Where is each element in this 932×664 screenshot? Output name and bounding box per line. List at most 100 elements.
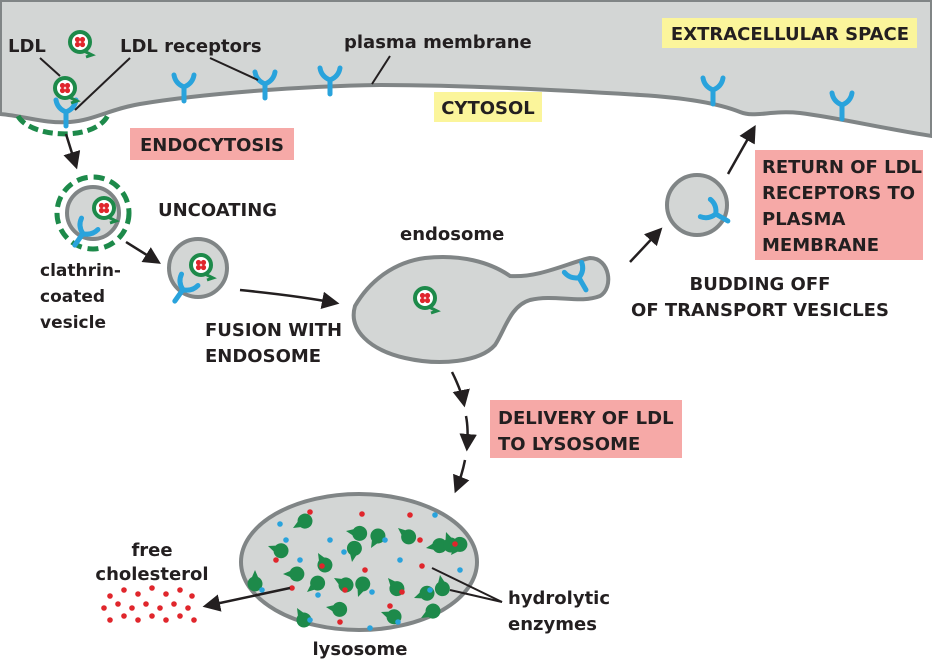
arrow-to-free-cholesterol: [202, 586, 291, 612]
cholesterol-dot: [419, 563, 425, 569]
delivery-to-lysosome-box: [490, 400, 682, 458]
cholesterol-dot: [387, 603, 393, 609]
uncoated-vesicle: [167, 237, 229, 307]
cytosol-label: CYTOSOL: [441, 98, 535, 119]
cholesterol-dot: [177, 613, 183, 619]
svg-text:DELIVERY OF LDL: DELIVERY OF LDL: [498, 408, 674, 429]
cholesterol-dot: [143, 601, 149, 607]
coated-pit: [15, 76, 111, 137]
cholesterol-dot: [307, 509, 313, 515]
free-cholesterol-dots: [101, 585, 197, 623]
cholesterol-dot: [191, 617, 197, 623]
svg-text:RETURN OF LDL: RETURN OF LDL: [762, 157, 922, 178]
arrow-to-transport-vesicle: [629, 227, 663, 263]
delivery-to-lysosome-label: DELIVERY OF LDL TO LYSOSOME: [498, 408, 674, 455]
endosome: [351, 254, 611, 364]
extracellular-space-label: EXTRACELLULAR SPACE: [671, 24, 909, 45]
label-pointers: [39, 55, 391, 111]
lysosome-contents: [247, 509, 471, 631]
arrow-to-lysosome: [450, 371, 477, 494]
cytosol-box: [434, 92, 542, 122]
budding-off-label: BUDDING OFF OF TRANSPORT VESICLES: [631, 274, 889, 321]
lysosome-dot: [427, 587, 433, 593]
arrow-return-to-membrane: [726, 124, 756, 175]
ldl-label: LDL: [8, 36, 46, 57]
svg-text:ENDOSOME: ENDOSOME: [205, 346, 321, 367]
lysosome-dot: [315, 592, 321, 598]
svg-text:OF TRANSPORT VESICLES: OF TRANSPORT VESICLES: [631, 300, 889, 321]
cholesterol-dot: [289, 585, 295, 591]
cholesterol-dot: [129, 605, 135, 611]
svg-text:free: free: [131, 540, 172, 561]
cholesterol-dot: [163, 591, 169, 597]
cholesterol-dot: [135, 617, 141, 623]
hydrolytic-enzymes-pointers: [431, 567, 503, 603]
cholesterol-dot: [121, 587, 127, 593]
clathrin-coated-vesicle: [54, 174, 132, 251]
arrow-to-uncoated-vesicle: [125, 240, 161, 264]
cholesterol-dot: [171, 601, 177, 607]
cholesterol-dot: [149, 613, 155, 619]
endocytosis-box: [130, 128, 294, 160]
cholesterol-dot: [177, 587, 183, 593]
cholesterol-dot: [107, 593, 113, 599]
cholesterol-dot: [417, 537, 423, 543]
lysosome-dot: [369, 589, 375, 595]
svg-text:FUSION WITH: FUSION WITH: [205, 320, 342, 341]
svg-text:PLASMA: PLASMA: [762, 209, 845, 230]
plasma-membrane-label: plasma membrane: [344, 32, 532, 53]
cholesterol-dot: [342, 587, 348, 593]
endocytosis-label: ENDOCYTOSIS: [140, 135, 284, 156]
lysosome-dot: [367, 625, 373, 631]
hydrolytic-enzymes-label: hydrolytic enzymes: [508, 588, 610, 635]
cholesterol-dot: [273, 557, 279, 563]
cholesterol-dot: [107, 617, 113, 623]
arrow-fusion: [239, 288, 340, 309]
svg-text:BUDDING OFF: BUDDING OFF: [690, 274, 831, 295]
svg-text:enzymes: enzymes: [508, 614, 597, 635]
fusion-with-endosome-label: FUSION WITH ENDOSOME: [205, 320, 342, 367]
cholesterol-dot: [452, 541, 458, 547]
cholesterol-dot: [163, 617, 169, 623]
cholesterol-dot: [319, 563, 325, 569]
lysosome-label: lysosome: [312, 639, 407, 660]
ldl-receptors-label: LDL receptors: [120, 36, 262, 57]
svg-text:cholesterol: cholesterol: [95, 564, 208, 585]
lysosome-dot: [327, 537, 333, 543]
svg-text:clathrin-: clathrin-: [40, 261, 121, 281]
cholesterol-dot: [362, 567, 368, 573]
endosome-label: endosome: [400, 224, 504, 245]
lysosome-dot: [341, 549, 347, 555]
lysosome-dot: [382, 537, 388, 543]
lysosome-dot: [283, 537, 289, 543]
cholesterol-dot: [101, 605, 107, 611]
cholesterol-dot: [407, 512, 413, 518]
lysosome-dot: [277, 521, 283, 527]
uncoating-label: UNCOATING: [158, 200, 277, 221]
cholesterol-dot: [359, 511, 365, 517]
extracellular-space-box: [662, 18, 917, 48]
svg-text:MEMBRANE: MEMBRANE: [762, 235, 879, 256]
arrow-to-coated-vesicle: [63, 133, 81, 170]
cholesterol-dot: [157, 605, 163, 611]
transport-vesicle: [665, 173, 733, 237]
lysosome-dot: [397, 557, 403, 563]
lysosome-dot: [457, 567, 463, 573]
clathrin-coated-vesicle-label: clathrin- coated vesicle: [40, 261, 121, 333]
return-of-receptors-box: [755, 150, 923, 260]
lysosome-dot: [259, 587, 265, 593]
lysosome-dot: [307, 617, 313, 623]
free-cholesterol-label: free cholesterol: [95, 540, 208, 585]
svg-text:TO LYSOSOME: TO LYSOSOME: [498, 434, 640, 455]
svg-text:vesicle: vesicle: [40, 313, 106, 333]
return-of-receptors-label: RETURN OF LDL RECEPTORS TO PLASMA MEMBRA…: [762, 157, 922, 256]
cholesterol-dot: [189, 593, 195, 599]
cholesterol-dot: [135, 591, 141, 597]
cholesterol-dot: [337, 619, 343, 625]
svg-text:coated: coated: [40, 287, 105, 307]
cholesterol-dot: [115, 601, 121, 607]
lysosome-dot: [297, 557, 303, 563]
svg-text:hydrolytic: hydrolytic: [508, 588, 610, 609]
cholesterol-dot: [399, 589, 405, 595]
cholesterol-dot: [121, 613, 127, 619]
